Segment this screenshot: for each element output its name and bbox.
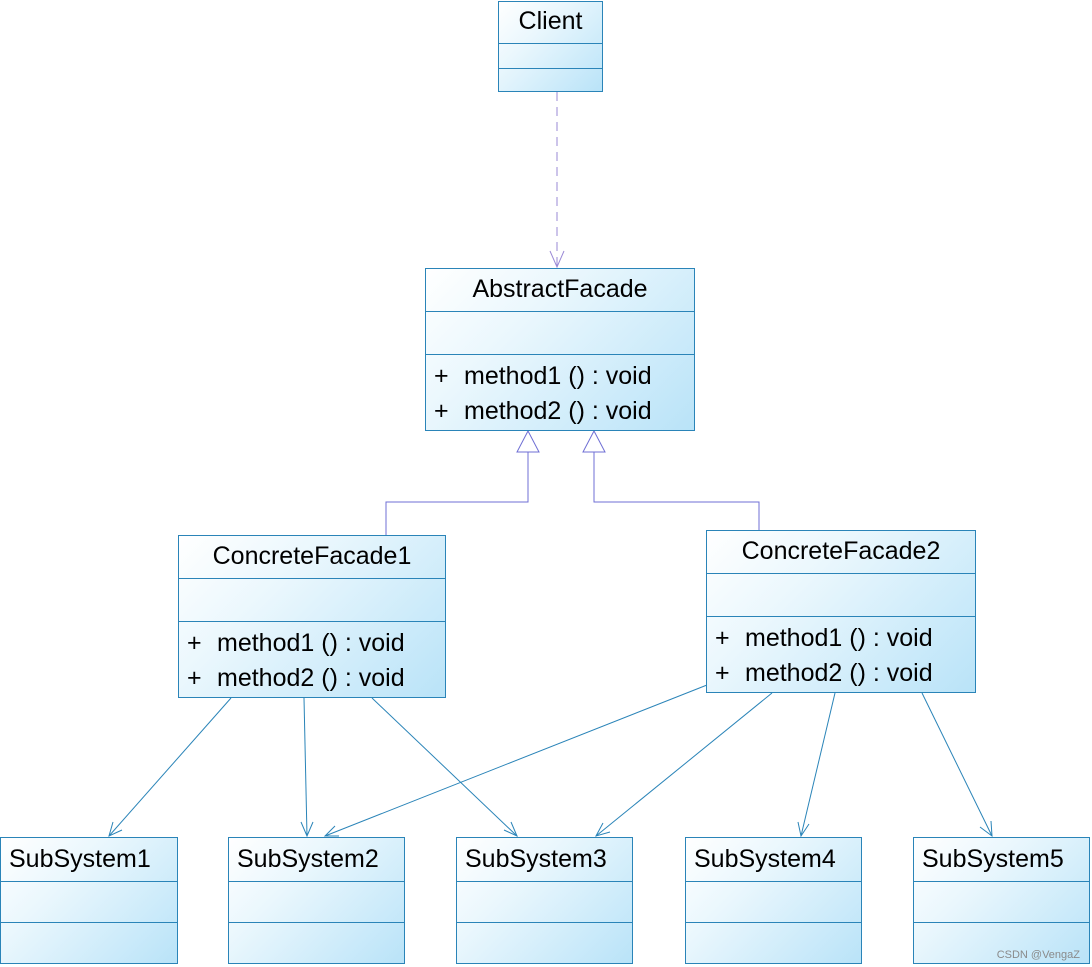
- attributes-compartment: [499, 43, 602, 68]
- operations-compartment: +method1 () : void +method2 () : void: [707, 616, 975, 692]
- attributes-compartment: [229, 881, 404, 922]
- class-client[interactable]: Client: [498, 1, 603, 92]
- association-cf1-subsystem2: [300, 697, 314, 838]
- class-name: SubSystem4: [694, 845, 836, 873]
- attributes-compartment: [179, 578, 445, 621]
- association-cf2-subsystem3: [594, 692, 773, 837]
- operations-compartment: +method1 () : void +method2 () : void: [426, 354, 694, 430]
- association-cf2-subsystem4: [797, 692, 836, 838]
- attributes-compartment: [457, 881, 632, 922]
- attributes-compartment: [914, 881, 1089, 922]
- operations-compartment: [686, 922, 861, 963]
- association-cf2-subsystem2: [323, 684, 708, 837]
- class-concrete-facade2[interactable]: ConcreteFacade2 +method1 () : void +meth…: [706, 530, 976, 693]
- operation-row: +method2 () : void: [715, 659, 933, 687]
- association-cf2-subsystem5: [921, 692, 993, 838]
- generalization-concrete-facade1: [385, 429, 540, 535]
- attributes-compartment: [707, 573, 975, 616]
- operations-compartment: +method1 () : void +method2 () : void: [179, 621, 445, 697]
- operation-row: +method1 () : void: [434, 362, 652, 390]
- class-name: SubSystem3: [465, 845, 607, 873]
- class-concrete-facade1[interactable]: ConcreteFacade1 +method1 () : void +meth…: [178, 535, 446, 698]
- operations-compartment: [914, 922, 1089, 963]
- class-name: ConcreteFacade2: [741, 537, 941, 565]
- attributes-compartment: [426, 311, 694, 354]
- operations-compartment: [499, 68, 602, 91]
- class-subsystem3[interactable]: SubSystem3: [456, 837, 633, 964]
- class-name: SubSystem5: [922, 845, 1064, 873]
- attributes-compartment: [686, 881, 861, 922]
- client-dependency-arrow: [549, 92, 565, 269]
- watermark: CSDN @VengaZ: [996, 949, 1080, 961]
- class-name: SubSystem2: [237, 845, 379, 873]
- class-abstract-facade[interactable]: AbstractFacade +method1 () : void +metho…: [425, 268, 695, 431]
- operations-compartment: [1, 922, 177, 963]
- operation-row: +method1 () : void: [715, 624, 933, 652]
- class-subsystem5[interactable]: SubSystem5: [913, 837, 1090, 964]
- class-name: ConcreteFacade1: [212, 542, 412, 570]
- class-name: AbstractFacade: [472, 275, 648, 303]
- operation-row: +method1 () : void: [187, 629, 405, 657]
- association-cf1-subsystem1: [108, 697, 232, 837]
- operations-compartment: [457, 922, 632, 963]
- association-cf1-subsystem3: [371, 697, 518, 837]
- generalization-concrete-facade2: [582, 429, 760, 530]
- operation-row: +method2 () : void: [434, 397, 652, 425]
- class-name: Client: [518, 7, 583, 35]
- operation-row: +method2 () : void: [187, 664, 405, 692]
- operations-compartment: [229, 922, 404, 963]
- class-subsystem2[interactable]: SubSystem2: [228, 837, 405, 964]
- class-subsystem4[interactable]: SubSystem4: [685, 837, 862, 964]
- class-name: SubSystem1: [9, 845, 151, 873]
- class-subsystem1[interactable]: SubSystem1: [0, 837, 178, 964]
- attributes-compartment: [1, 881, 177, 922]
